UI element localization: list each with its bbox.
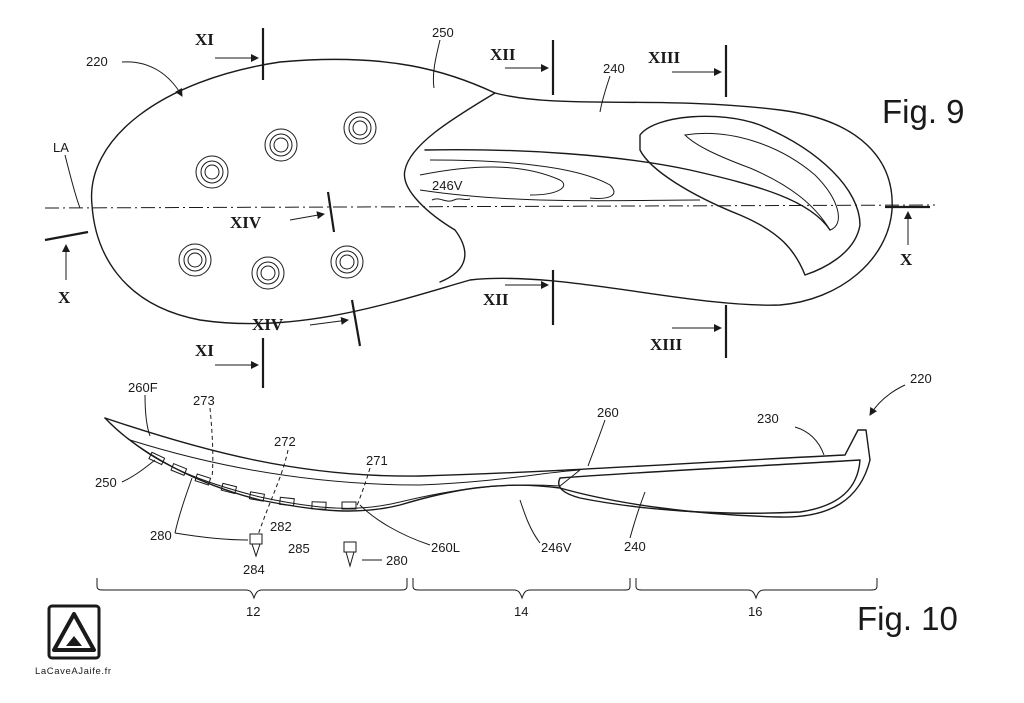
ridge-2 xyxy=(429,159,615,199)
fig10-ref-285: 285 xyxy=(288,541,310,556)
heel-chevron-outer xyxy=(639,115,861,276)
brace-region-12 xyxy=(96,578,408,600)
fig9-title: Fig. 9 xyxy=(882,93,965,130)
brace-region-16 xyxy=(635,578,878,600)
ref-280-leader xyxy=(174,477,249,541)
ridge-3 xyxy=(419,189,701,202)
hidden-line-271 xyxy=(355,467,371,509)
logo-mountain-icon xyxy=(66,636,82,646)
section-xii-bottom-label: XII xyxy=(483,290,509,309)
section-xi-bottom-label: XI xyxy=(195,341,214,360)
cleat-circle xyxy=(264,128,298,162)
cleat-circle xyxy=(178,243,212,277)
plate-250-boundary xyxy=(403,92,496,283)
region-12-label: 12 xyxy=(246,604,260,619)
forefoot-plate-hatch xyxy=(129,439,582,509)
ref-250-leader-fig10 xyxy=(121,459,156,483)
fig9-ref-240: 240 xyxy=(603,61,625,76)
logo-frame xyxy=(47,604,101,660)
section-xiv-top-label: XIV xyxy=(230,213,262,232)
fig9-ref-220: 220 xyxy=(86,54,108,69)
fig10-ref-260f: 260F xyxy=(128,380,158,395)
section-x-right-label: X xyxy=(900,250,913,269)
section-xiv-bottom-line xyxy=(350,299,362,347)
section-x-left-label: X xyxy=(58,288,71,307)
ref-240-leader-fig10 xyxy=(629,491,646,539)
fig10-ref-280b: 280 xyxy=(386,553,408,568)
cleat-circle xyxy=(195,155,229,189)
logo-triangle-icon xyxy=(52,612,96,652)
fig10-ref-271: 271 xyxy=(366,453,388,468)
fig10-ref-272: 272 xyxy=(274,434,296,449)
ref-220-arrow-fig10 xyxy=(869,384,906,416)
ref-240-leader xyxy=(599,75,611,113)
hidden-line-273 xyxy=(209,407,214,479)
fig9-ref-la: LA xyxy=(53,140,69,155)
section-xiii-bottom-label: XIII xyxy=(650,335,683,354)
fig9-sole-plan-view: 220 250 240 LA 246V XI XI XII XII XIII X… xyxy=(44,25,965,388)
hidden-line-272 xyxy=(257,449,289,536)
section-x-left-line xyxy=(44,230,89,242)
fig10-sole-side-section: 220 260F 273 272 271 260 230 250 280 282… xyxy=(95,371,958,637)
cleat-circle xyxy=(330,245,364,279)
ref-220-arrow xyxy=(121,61,183,97)
ref-246v-leader-fig10 xyxy=(519,499,541,544)
section-xiv-top-arrow xyxy=(289,211,325,221)
region-16-label: 16 xyxy=(748,604,762,619)
heel-plate-hatch xyxy=(558,459,861,514)
longitudinal-axis xyxy=(44,204,936,209)
spike-282 xyxy=(249,533,263,558)
upper-surface xyxy=(104,417,871,477)
cleat-circle xyxy=(343,111,377,145)
watermark-text: LaCaveAJaife.fr xyxy=(35,666,112,677)
fig10-ref-246v: 246V xyxy=(541,540,572,555)
heel-chevron-inner xyxy=(683,132,839,231)
ref-260f-leader xyxy=(144,394,151,437)
region-14-label: 14 xyxy=(514,604,528,619)
fig10-ref-284: 284 xyxy=(243,562,265,577)
fig9-ref-246v: 246V xyxy=(432,178,463,193)
cleat-nubs xyxy=(148,451,357,510)
ref-246v-squiggle xyxy=(431,198,471,202)
ref-260-leader xyxy=(587,419,606,467)
section-xiii-top-label: XIII xyxy=(648,48,681,67)
fig10-ref-273: 273 xyxy=(193,393,215,408)
fig10-ref-282: 282 xyxy=(270,519,292,534)
fig10-ref-260l: 260L xyxy=(431,540,460,555)
lower-outline xyxy=(104,417,871,518)
spike-280 xyxy=(343,541,357,568)
cleat-circle xyxy=(251,256,285,290)
fig10-ref-250: 250 xyxy=(95,475,117,490)
ref-260l-leader xyxy=(359,504,431,546)
fig10-title: Fig. 10 xyxy=(857,600,958,637)
fig10-ref-280: 280 xyxy=(150,528,172,543)
ref-230-leader xyxy=(794,426,825,456)
fig10-ref-260: 260 xyxy=(597,405,619,420)
watermark-logo: LaCaveAJaife.fr xyxy=(35,604,112,677)
fig10-ref-230: 230 xyxy=(757,411,779,426)
fig10-ref-240: 240 xyxy=(624,539,646,554)
ridge-1 xyxy=(419,166,565,196)
brace-region-14 xyxy=(412,578,631,600)
section-xiv-bottom-label: XIV xyxy=(252,315,284,334)
cleat-group xyxy=(178,111,377,290)
section-xii-top-label: XII xyxy=(490,45,516,64)
fig10-ref-220: 220 xyxy=(910,371,932,386)
ridge-outer xyxy=(424,148,831,231)
fig9-ref-250: 250 xyxy=(432,25,454,40)
section-xi-top-label: XI xyxy=(195,30,214,49)
ref-250-leader xyxy=(432,39,441,89)
section-xiv-top-line xyxy=(326,191,336,233)
la-leader xyxy=(64,154,81,209)
sole-outline xyxy=(90,58,893,325)
section-xiv-bottom-arrow xyxy=(309,316,349,326)
